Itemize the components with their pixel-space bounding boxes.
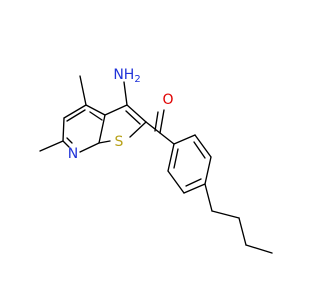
bond-ph-c5-c6 [167,170,185,194]
bond-carbonyl-o-double [154,111,159,132]
bond-c7a-c3a [98,114,106,144]
bond-c4-c5 [63,104,87,119]
oxygen-atom-label: O [162,92,173,108]
bond-c3a-c4 [85,104,106,116]
bond-n7-c7a [79,142,100,153]
bond-ph-c4-c5 [183,183,206,194]
bond-c2-carbonyl [145,121,161,134]
bond-ph-c1-c2 [173,134,196,145]
bond-c3-c2 [126,104,147,123]
bond-butyl-1 [204,183,213,212]
sulfur-atom-label: S [115,134,124,150]
bond-c6-n7-inner [66,137,73,144]
bond-ph-c6-c1 [167,143,175,172]
bond-c3a-c3 [104,104,128,116]
bond-c3a-c4-inner [89,111,103,121]
bond-s-c7a [98,140,111,144]
bond-butyl-2 [211,210,240,219]
bond-c5-c6 [62,117,65,142]
bond-ph-c2-c3-inner [193,141,206,159]
bond-c6-n7 [62,140,70,148]
molecule-canvas: NH2 O N S [39,67,273,254]
amino-group-label: NH2 [113,67,140,85]
bond-c3-c2-inner [125,110,141,125]
bond-butyl-4 [245,244,273,254]
ring-nitrogen-label: N [68,146,78,162]
bond-ph-c3-c4 [204,156,212,185]
bond-ph-c6-c1-inner [173,148,179,169]
bond-carbonyl-phenyl [159,132,175,145]
bond-butyl-3 [238,217,247,246]
bond-carbonyl-o [159,109,165,134]
bond-ph-c2-c3 [194,134,212,158]
structure-drawing: NH2 O N S [39,67,273,254]
bond-ph-c4-c5-inner [185,178,202,187]
bond-c4-methyl [79,75,87,106]
bond-c2-s [129,121,147,138]
bond-c4-c5-inner [66,109,86,122]
bond-c3-nh2 [123,81,128,106]
bond-c6-methyl [39,140,64,152]
